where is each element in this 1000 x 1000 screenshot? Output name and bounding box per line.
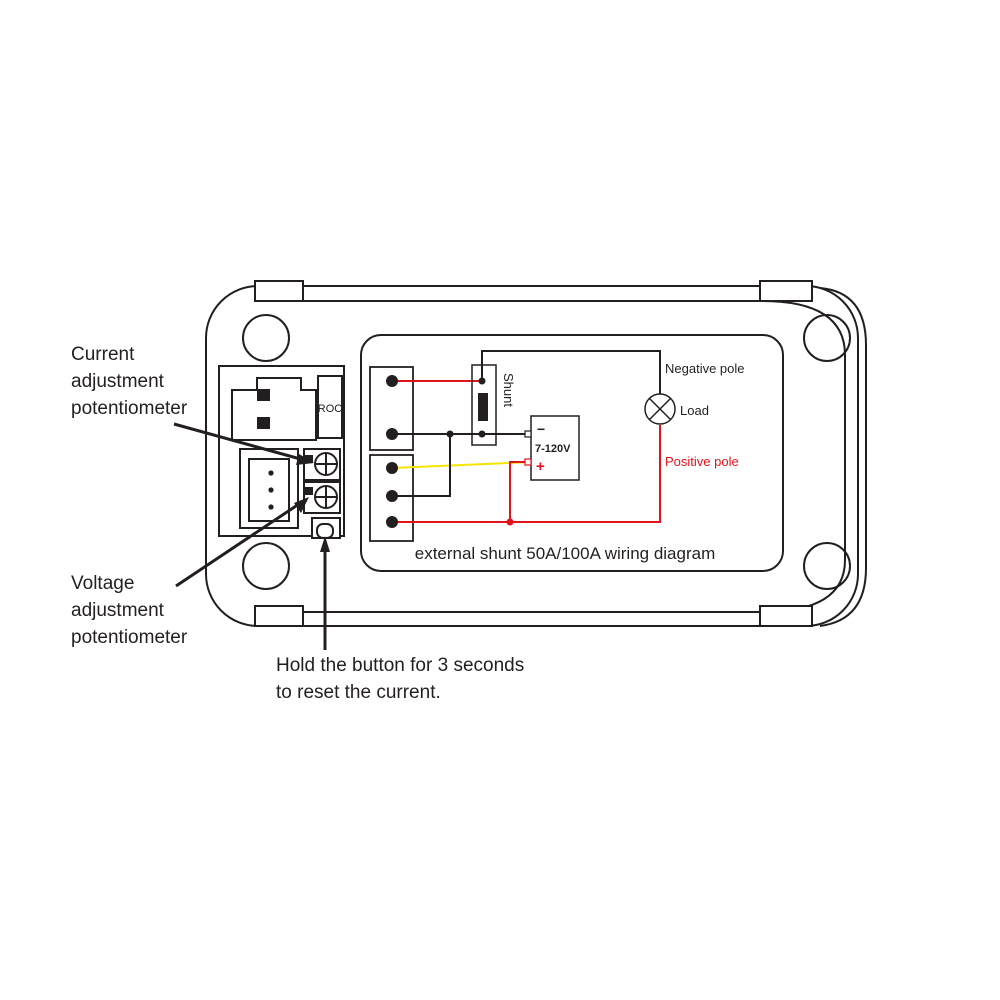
- supply-minus-terminal: [524, 430, 532, 438]
- reset-button-callout-line-2: to reset the current.: [276, 682, 441, 703]
- red-wire-positive-pole: [510, 425, 661, 523]
- terminal-screw-5: [386, 516, 398, 528]
- top-connector-pin-1: [257, 389, 270, 401]
- housing-tab-top-right: [759, 280, 813, 302]
- voltage-pot-callout-line-3: potentiometer: [71, 627, 188, 648]
- terminal-screws: [386, 375, 398, 528]
- supply-range-label: 7-120V: [535, 443, 571, 455]
- mounting-hole-top-right: [803, 314, 851, 362]
- supply-plus-label: +: [536, 458, 545, 475]
- shunt-element: [478, 393, 488, 421]
- yellow-wire: [391, 461, 532, 469]
- junction-shunt-top: [478, 377, 486, 385]
- housing-tab-bottom-left: [254, 605, 304, 627]
- reset-button-box: [311, 517, 341, 539]
- supply-box: [530, 415, 580, 481]
- top-connector-pin-2: [257, 417, 270, 429]
- current-pot-callout-line-2: adjustment: [71, 371, 164, 392]
- terminal-screw-2: [386, 428, 398, 440]
- mounting-hole-top-left: [242, 314, 290, 362]
- shunt-label: Shunt: [501, 373, 516, 407]
- supply-minus-label: −: [537, 421, 545, 437]
- wiring-caption: external shunt 50A/100A wiring diagram: [415, 544, 716, 563]
- terminal-block-bottom: [369, 454, 414, 542]
- bottom-connector-pin-2: [268, 487, 274, 493]
- voltage-pot-callout: Voltage adjustment potentiometer: [71, 570, 187, 651]
- junction-shunt-bottom: [478, 430, 486, 438]
- reset-button-callout: Hold the button for 3 seconds to reset t…: [276, 652, 524, 706]
- bottom-connector-inner: [248, 458, 290, 522]
- current-pot-arrowhead: [296, 454, 314, 465]
- black-wire-terminal-4: [392, 434, 451, 497]
- load-label: Load: [680, 403, 709, 418]
- voltage-pot-arrowhead: [294, 497, 309, 513]
- shunt-body: [471, 364, 497, 446]
- junction-red: [506, 518, 514, 526]
- terminal-screw-1: [386, 375, 398, 387]
- bottom-connector-pin-3: [268, 504, 274, 510]
- current-pot-callout: Current adjustment potentiometer: [71, 341, 187, 422]
- top-connector-housing: [231, 377, 317, 441]
- positive-pole-label: Positive pole: [665, 454, 739, 469]
- voltage-potentiometer-indicator: [304, 487, 313, 495]
- voltage-pot-arrow-line: [175, 502, 300, 588]
- current-pot-callout-line-3: potentiometer: [71, 398, 188, 419]
- wires: [391, 350, 661, 523]
- bottom-connector-pin-1: [268, 470, 274, 476]
- supply-plus-terminal: [524, 458, 532, 466]
- reset-button-callout-line-1: Hold the button for 3 seconds: [276, 655, 525, 676]
- wiring-panel: Shunt − 7-120V + Negative pole Load Posi…: [360, 334, 784, 572]
- current-pot-arrow-line: [173, 422, 305, 462]
- terminal-screw-3: [386, 462, 398, 474]
- reset-button-arrowhead: [320, 536, 330, 552]
- black-wire-negative-pole: [481, 350, 661, 394]
- roc-label: ROC: [318, 403, 343, 415]
- mounting-hole-bottom-right: [803, 542, 851, 590]
- negative-pole-label: Negative pole: [665, 361, 745, 376]
- junction-black-450: [446, 430, 454, 438]
- load-lamp-cross-2: [648, 397, 672, 421]
- voltage-pot-callout-line-2: adjustment: [71, 600, 164, 621]
- callout-arrows: [173, 422, 330, 650]
- junction-dots: [446, 377, 514, 526]
- housing-tab-top-left: [254, 280, 304, 302]
- current-pot-callout-line-1: Current: [71, 344, 135, 365]
- mounting-hole-bottom-left: [242, 542, 290, 590]
- voltage-pot-callout-line-1: Voltage: [71, 573, 135, 594]
- terminal-screw-4: [386, 490, 398, 502]
- connector-block: ROC: [218, 365, 345, 539]
- housing-tab-bottom-right: [759, 605, 813, 627]
- housing-back-edge: [819, 287, 867, 627]
- terminal-block-top: [369, 366, 414, 451]
- roc-label-box: [317, 375, 343, 439]
- red-wire-plus-branch: [509, 461, 531, 522]
